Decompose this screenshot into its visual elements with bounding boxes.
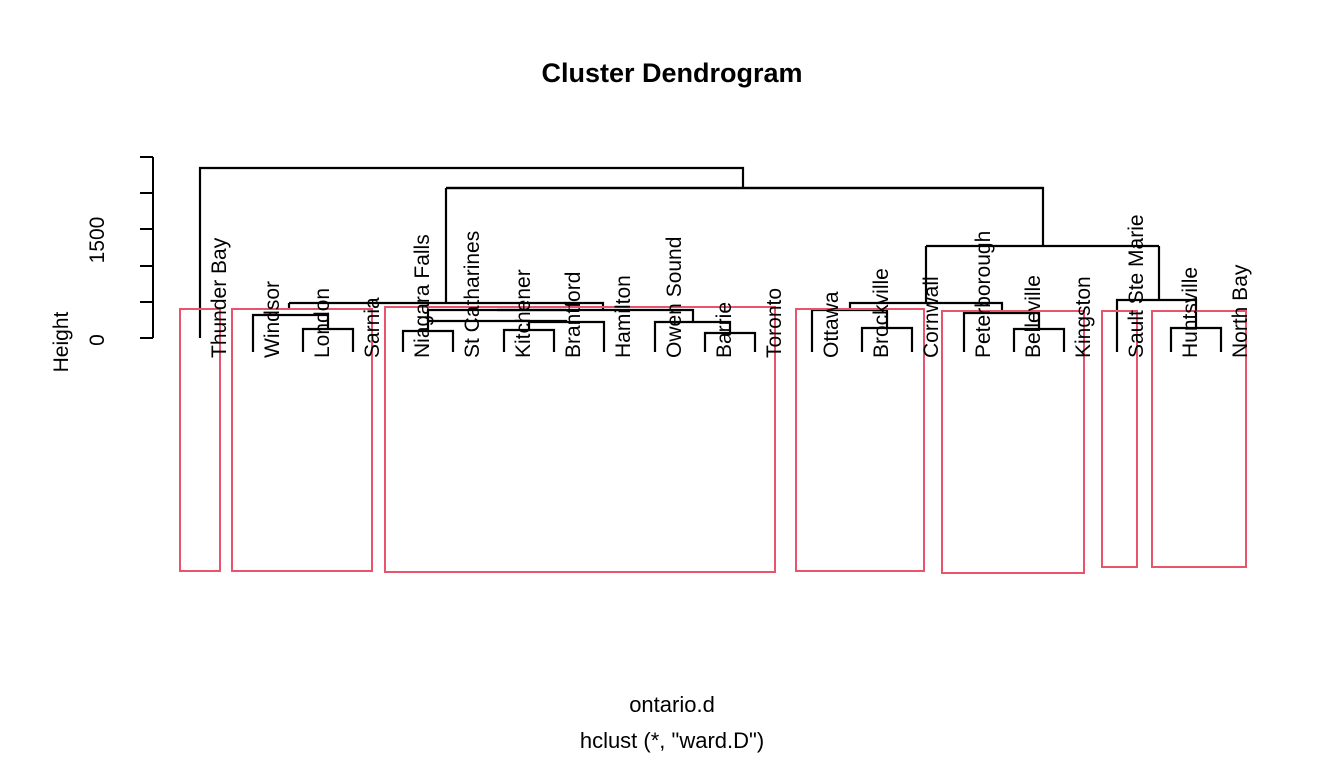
page-title: Cluster Dendrogram (541, 58, 803, 88)
plot-subtitle-method: hclust (*, "ward.D") (579, 728, 765, 753)
y-axis (140, 156, 154, 339)
cluster-boxes (179, 306, 1247, 574)
leaf-label: Toronto (763, 287, 786, 358)
link-nfstc-kbh (426, 319, 568, 331)
leaf-label: Kingston (1072, 276, 1095, 358)
leaf-label: Windsor (261, 280, 284, 358)
leaf-label: Brantford (562, 271, 585, 358)
leaf-label: Thunder Bay (208, 237, 231, 358)
cluster-box-3 (384, 306, 776, 573)
link-root (198, 166, 745, 338)
dendrogram-links (198, 166, 1223, 352)
leaf-label: North Bay (1229, 264, 1252, 358)
cluster-box-7 (1151, 310, 1247, 568)
cluster-box-2 (231, 308, 373, 572)
cluster-box-6 (1101, 310, 1138, 568)
leaf-label: Ottawa (820, 291, 843, 358)
leaf-label: Sault Ste Marie (1125, 214, 1148, 358)
plot-subtitle-dataset: ontario.d (629, 692, 715, 717)
leaf-label: Hamilton (612, 275, 635, 358)
cluster-box-5 (941, 310, 1085, 574)
link-windsor-ls (251, 313, 330, 352)
link-nfstc-kbh-up (426, 308, 566, 321)
leaf-label: St Catharines (461, 230, 484, 358)
leaf-label: Brockville (870, 268, 893, 358)
leaf-label: Huntsville (1179, 266, 1202, 358)
cluster-box-1 (179, 308, 221, 572)
leaf-label: Niagara Falls (411, 234, 434, 358)
leaf-label: Barrie (713, 301, 736, 358)
link-ssm-hnb (1115, 298, 1198, 352)
leaf-label: Peterborough (972, 230, 995, 358)
leaf-label: Kitchener (512, 269, 535, 358)
leaf-label: Cornwall (920, 276, 943, 358)
leaf-label: Sarnia (361, 297, 384, 358)
cluster-box-4 (795, 308, 925, 572)
leaf-label: London (311, 287, 334, 358)
link-c3-root (497, 308, 695, 322)
leaf-label: Belleville (1022, 275, 1045, 358)
leaf-label: Owen Sound (663, 236, 686, 358)
